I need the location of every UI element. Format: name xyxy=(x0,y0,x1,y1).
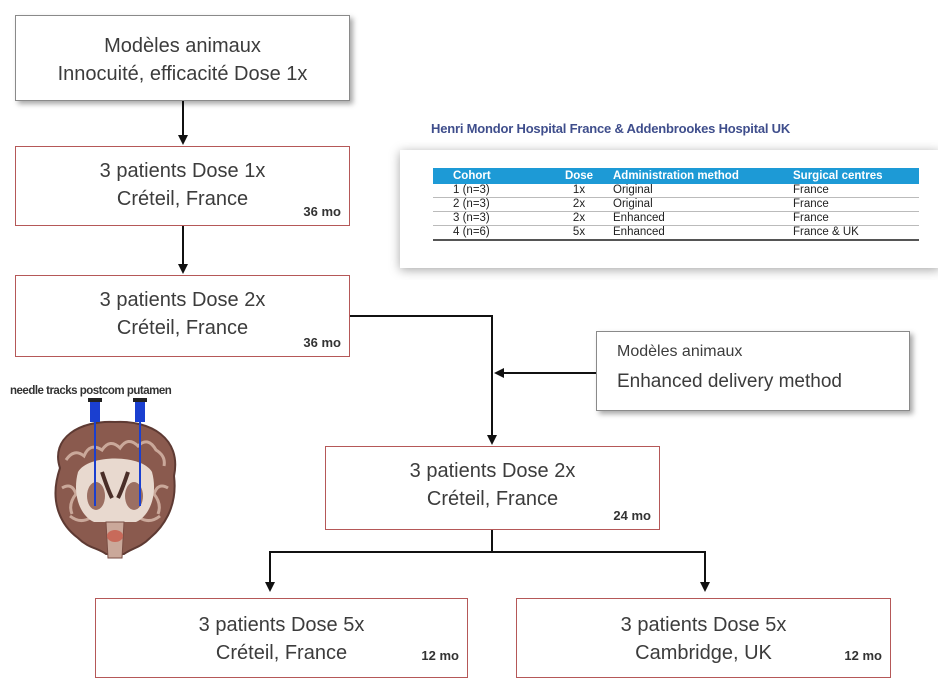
cohort-3-box: 3 patients Dose 2x Créteil, France 24 mo xyxy=(325,446,660,530)
table-cell: France xyxy=(789,197,919,212)
table-cell: France xyxy=(789,184,919,198)
table-cell: Enhanced xyxy=(609,211,789,226)
cohort-2-box: 3 patients Dose 2x Créteil, France 36 mo xyxy=(15,275,350,357)
table-cell: 5x xyxy=(549,225,609,241)
box-title: Modèles animaux xyxy=(104,35,261,57)
box-subtitle: Créteil, France xyxy=(426,488,559,510)
duration-label: 12 mo xyxy=(421,648,459,663)
table-cell: 4 (n=6) xyxy=(433,225,549,241)
table-cell: 1x xyxy=(549,184,609,198)
box-subtitle: Enhanced delivery method xyxy=(617,371,842,392)
box-title: 3 patients Dose 5x xyxy=(620,614,787,636)
table-row: 1 (n=3) 1x Original France xyxy=(433,184,919,198)
cohort-table: Cohort Dose Administration method Surgic… xyxy=(433,168,919,241)
duration-label: 24 mo xyxy=(613,508,651,523)
table-cell: France & UK xyxy=(789,225,919,241)
duration-label: 12 mo xyxy=(844,648,882,663)
box-subtitle: Créteil, France xyxy=(116,188,249,210)
arrow-5-split-right xyxy=(492,551,710,592)
cohort-1-box: 3 patients Dose 1x Créteil, France 36 mo xyxy=(15,146,350,226)
table-row: 3 (n=3) 2x Enhanced France xyxy=(433,211,919,226)
box-title: 3 patients Dose 1x xyxy=(99,160,266,182)
needle-icon-right xyxy=(133,398,147,506)
box-subtitle: Cambridge, UK xyxy=(635,642,772,664)
needle-icon-left xyxy=(88,398,102,506)
table-cell: 2x xyxy=(549,211,609,226)
column-header: Dose xyxy=(549,168,609,184)
table-cell: Original xyxy=(609,184,789,198)
arrow-5-split xyxy=(265,530,493,592)
box-subtitle: Créteil, France xyxy=(215,642,348,664)
table-cell: 3 (n=3) xyxy=(433,211,549,226)
table-cell: 1 (n=3) xyxy=(433,184,549,198)
box-subtitle: Créteil, France xyxy=(116,317,249,339)
cohort-4-cambridge-box: 3 patients Dose 5x Cambridge, UK 12 mo xyxy=(516,598,891,678)
box-title: Modèles animaux xyxy=(617,343,743,360)
table-row: 2 (n=3) 2x Original France xyxy=(433,197,919,212)
table-cell: 2 (n=3) xyxy=(433,197,549,212)
cohort-4-creteil-box: 3 patients Dose 5x Créteil, France 12 mo xyxy=(95,598,468,678)
box-title: 3 patients Dose 2x xyxy=(99,289,266,311)
duration-label: 36 mo xyxy=(303,204,341,219)
enhanced-delivery-box: Modèles animaux Enhanced delivery method xyxy=(596,331,910,411)
table-row: 4 (n=6) 5x Enhanced France & UK xyxy=(433,225,919,241)
table-header-row: Cohort Dose Administration method Surgic… xyxy=(433,168,919,184)
needle-tracks-label: needle tracks postcom putamen xyxy=(10,385,172,397)
table-cell: Original xyxy=(609,197,789,212)
table-title: Henri Mondor Hospital France & Addenbroo… xyxy=(431,121,791,136)
box-title: 3 patients Dose 2x xyxy=(409,460,576,482)
duration-label: 36 mo xyxy=(303,335,341,350)
column-header: Surgical centres xyxy=(789,168,919,184)
column-header: Cohort xyxy=(433,168,549,184)
table-cell: Enhanced xyxy=(609,225,789,241)
animal-models-box: Modèles animaux Innocuité, efficacité Do… xyxy=(15,15,350,101)
box-title: 3 patients Dose 5x xyxy=(198,614,365,636)
arrow-3-to-5 xyxy=(350,315,497,445)
box-subtitle: Innocuité, efficacité Dose 1x xyxy=(57,63,308,85)
table-cell: 2x xyxy=(549,197,609,212)
table-cell: France xyxy=(789,211,919,226)
brain-coronal-section-icon xyxy=(54,398,177,559)
column-header: Administration method xyxy=(609,168,789,184)
